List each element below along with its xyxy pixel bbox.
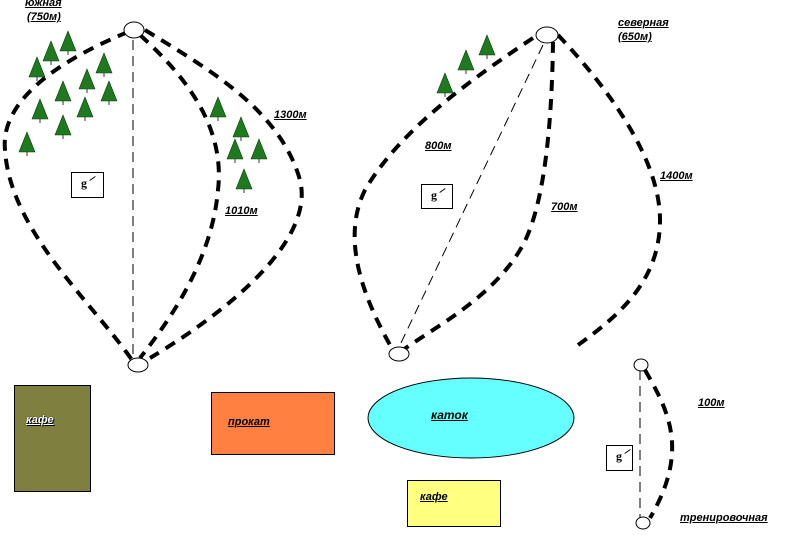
tree-icon — [436, 72, 454, 94]
trail-north-right[interactable] — [556, 33, 663, 347]
cafe-building-1[interactable]: кафе — [14, 385, 91, 492]
station-north-bottom[interactable] — [388, 346, 410, 362]
rink-shape[interactable] — [367, 377, 575, 459]
tree-icon — [232, 116, 250, 138]
rental-building[interactable]: прокат — [211, 392, 335, 455]
tree-icon — [78, 68, 96, 90]
station-training-bottom[interactable] — [635, 516, 651, 530]
tree-icon — [95, 52, 113, 74]
cafe-building-2[interactable]: кафе — [407, 480, 501, 527]
trail-label-800: 800м — [425, 140, 452, 152]
trail-south-left[interactable] — [2, 30, 134, 362]
trail-label-100: 100м — [698, 397, 725, 409]
tree-icon — [235, 168, 253, 190]
tree-icon — [42, 40, 60, 62]
slope-training-name: тренировочная — [680, 512, 768, 524]
lift-sign-training: g — [606, 445, 633, 471]
slope-north-name: северная — [618, 17, 669, 29]
tree-icon — [59, 30, 77, 52]
tree-icon — [28, 56, 46, 78]
station-training-top[interactable] — [633, 358, 649, 372]
cafe-label-2: кафе — [420, 491, 448, 503]
slope-south-length: (750м) — [27, 11, 61, 23]
tree-icon — [250, 138, 268, 160]
tree-icon — [226, 138, 244, 160]
lift-sign-north: g — [421, 184, 453, 209]
slope-south-name: южная — [25, 0, 62, 9]
slope-north-length: (650м) — [618, 31, 652, 43]
tree-icon — [478, 34, 496, 56]
trail-south-outer[interactable] — [143, 28, 304, 360]
lift-north — [399, 44, 544, 346]
tree-icon — [31, 98, 49, 120]
trail-label-700: 700м — [551, 201, 578, 213]
station-south-top[interactable] — [123, 21, 145, 39]
tree-icon — [100, 80, 118, 102]
trail-north-mid[interactable] — [401, 41, 555, 352]
trail-south-inner[interactable] — [138, 33, 221, 360]
tree-icon — [18, 131, 36, 153]
trail-label-1400: 1400м — [660, 170, 693, 182]
tree-icon — [457, 49, 475, 71]
cafe-label-1: кафе — [26, 414, 54, 426]
trail-label-1300: 1300м — [274, 109, 307, 121]
tree-icon — [209, 96, 227, 118]
tree-icon — [54, 114, 72, 136]
tree-icon — [54, 80, 72, 102]
station-south-bottom[interactable] — [127, 357, 149, 373]
lift-sign-south: g — [71, 172, 104, 198]
rental-label: прокат — [228, 416, 270, 428]
rink-label: каток — [431, 408, 468, 422]
trail-label-1010: 1010м — [225, 205, 258, 217]
forest — [18, 30, 496, 193]
trail-training[interactable] — [643, 369, 675, 520]
trail-north-left[interactable] — [352, 36, 535, 346]
station-north-top[interactable] — [535, 26, 559, 44]
tree-icon — [76, 96, 94, 118]
